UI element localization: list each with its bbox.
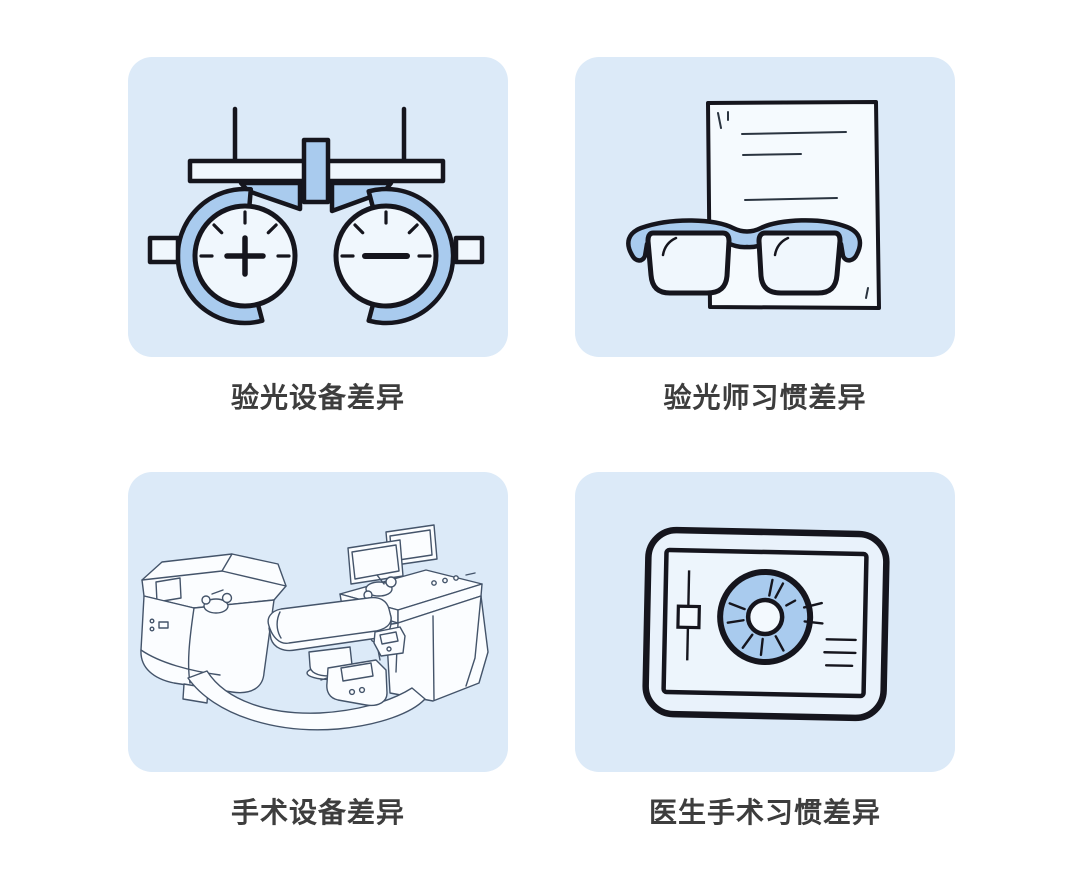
swing-track [187,670,426,731]
caption-zone: 验光师习惯差异 [575,357,955,472]
caption-optometry-equipment: 验光设备差异 [230,382,405,413]
caption-optometrist-habit: 验光师习惯差异 [663,382,867,413]
card-surgery-equipment [128,472,508,772]
laser-surgery-machines-icon [140,524,489,731]
caption-zone: 手术设备差异 [128,772,508,885]
plus-symbol [224,235,266,277]
cell-surgery-equipment: 手术设备差异 [128,472,508,885]
card-optometry-equipment [128,57,508,357]
readout-lines [823,638,857,668]
glasses-right-lens [756,230,843,296]
card-optometrist-habit [575,57,955,357]
caption-surgeon-habit: 医生手术习惯差异 [648,797,881,828]
caption-zone: 验光设备差异 [128,357,508,472]
iris-graphic [717,569,824,666]
glasses-left-lens [645,230,732,296]
cell-optometrist-habit: 验光师习惯差异 [575,57,955,472]
left-laser-machine [140,553,287,704]
cell-optometry-equipment: 验光设备差异 [128,57,508,472]
cell-surgeon-habit: 医生手术习惯差异 [575,472,955,885]
caption-surgery-equipment: 手术设备差异 [230,797,405,828]
glasses-prescription-icon [626,100,881,310]
caption-zone: 医生手术习惯差异 [575,772,955,885]
control-unit [320,659,388,707]
card-surgeon-habit [575,472,955,772]
eye-scan-monitor-icon [642,526,890,722]
slider-control [676,570,701,661]
trial-frame-icon [147,106,485,326]
